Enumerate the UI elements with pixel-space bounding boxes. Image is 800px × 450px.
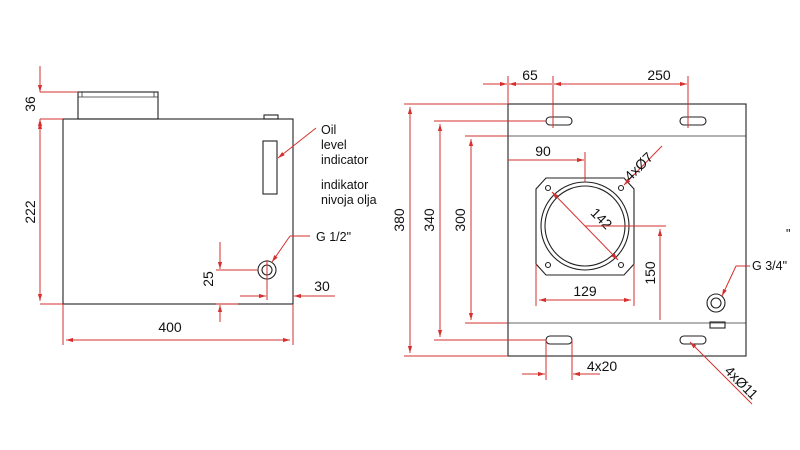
indik-label-2: nivoja olja — [321, 193, 377, 207]
leader-slot-holes: 4xØ11 — [689, 341, 762, 405]
dim-340-label: 340 — [421, 208, 437, 232]
oil-label-2: level — [321, 138, 347, 152]
dim-250-label: 250 — [647, 67, 671, 83]
top-port — [706, 293, 726, 329]
dim-slot-size: 4x20 — [522, 340, 617, 380]
leader-oil-indicator: Oil level indicator indikator nivoja olj… — [277, 123, 377, 207]
dim-port-height: 25 — [200, 242, 258, 322]
dim-25-label: 25 — [200, 271, 216, 287]
dim-4x20-label: 4x20 — [587, 358, 618, 374]
dim-top-neck: 36 — [22, 66, 78, 140]
tank-body-outline — [62, 118, 294, 305]
flange-holes-label: 4xØ7 — [621, 149, 656, 184]
stray-quote-mark: " — [786, 227, 790, 241]
dim-30-label: 30 — [314, 278, 330, 294]
side-view: 36 222 400 25 30 — [22, 66, 377, 345]
oil-level-indicator — [262, 140, 278, 195]
dim-400-label: 400 — [158, 319, 182, 335]
top-fitting — [263, 114, 279, 120]
dim-overall-height: 380 — [391, 103, 508, 357]
dim-142-label: 142 — [588, 205, 616, 233]
top-port-label: G 3/4" — [752, 259, 787, 273]
oil-label-3: indicator — [321, 153, 368, 167]
dim-slot-positions: 65 250 — [483, 67, 689, 128]
slot-holes-label: 4xØ11 — [722, 363, 762, 403]
dim-129-label: 129 — [573, 283, 597, 299]
oil-label-1: Oil — [321, 123, 336, 137]
dim-222-label: 222 — [22, 200, 38, 224]
dim-150-label: 150 — [642, 261, 658, 285]
dim-body-depth: 300 — [452, 135, 508, 324]
filler-neck — [77, 91, 159, 120]
dim-slot-pitch: 340 — [421, 120, 546, 341]
dim-65-label: 65 — [522, 67, 538, 83]
dim-36-label: 36 — [22, 96, 38, 112]
leader-port-thread: G 1/2" — [271, 230, 351, 263]
port-thread-label: G 1/2" — [316, 230, 351, 244]
dim-body-height: 222 — [22, 122, 63, 305]
leader-top-port: G 3/4" — [721, 259, 787, 297]
indik-label-1: indikator — [321, 178, 368, 192]
dim-flange-height: 150 — [585, 225, 666, 320]
top-view: 65 250 380 340 300 90 — [391, 67, 790, 405]
dim-width: 400 — [62, 304, 294, 345]
dim-90-label: 90 — [535, 143, 551, 159]
mounting-slots — [545, 116, 707, 345]
dim-flange-offset: 90 — [508, 143, 586, 182]
dim-flange-width: 129 — [535, 264, 635, 306]
leader-flange-holes: 4xØ7 — [621, 145, 663, 186]
dim-port-offset: 30 — [240, 260, 335, 300]
base-plate-outline — [507, 103, 747, 357]
dim-300-label: 300 — [452, 208, 468, 232]
dim-380-label: 380 — [391, 208, 407, 232]
